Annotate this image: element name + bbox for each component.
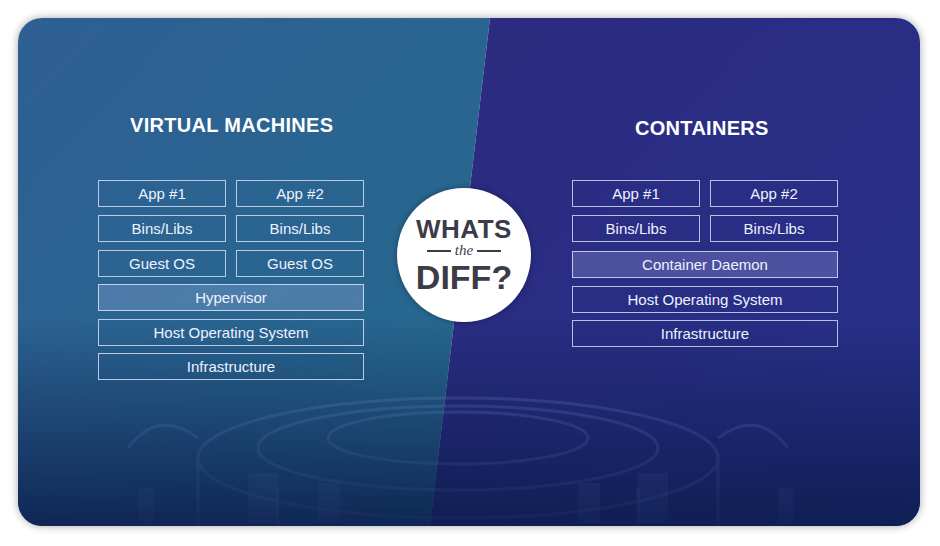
layer-label: App #2 bbox=[272, 185, 328, 202]
layer-band: Container Daemon bbox=[572, 251, 838, 278]
layer-label: Guest OS bbox=[125, 255, 199, 272]
layer-box: App #2 bbox=[710, 180, 838, 207]
layer-label: App #1 bbox=[608, 185, 664, 202]
layer-label: Bins/Libs bbox=[740, 220, 809, 237]
layer-label: Host Operating System bbox=[623, 291, 786, 308]
layer-label: Bins/Libs bbox=[266, 220, 335, 237]
layer-box: Infrastructure bbox=[98, 353, 364, 380]
layer-label: Container Daemon bbox=[638, 256, 772, 273]
layer-label: App #1 bbox=[134, 185, 190, 202]
column-heading: VIRTUAL MACHINES bbox=[130, 114, 333, 137]
layer-label: Guest OS bbox=[263, 255, 337, 272]
center-badge: WHATS the DIFF? bbox=[397, 188, 531, 322]
layer-box: App #2 bbox=[236, 180, 364, 207]
layer-label: Infrastructure bbox=[657, 325, 753, 342]
layer-box: Host Operating System bbox=[572, 286, 838, 313]
badge-text: WHATS the DIFF? bbox=[412, 216, 516, 294]
layer-label: Hypervisor bbox=[191, 289, 271, 306]
layer-box: Guest OS bbox=[98, 250, 226, 277]
layer-band: Hypervisor bbox=[98, 284, 364, 311]
layer-label: App #2 bbox=[746, 185, 802, 202]
layer-box: Bins/Libs bbox=[98, 215, 226, 242]
layer-label: Infrastructure bbox=[183, 358, 279, 375]
layer-box: App #1 bbox=[572, 180, 700, 207]
layer-box: Guest OS bbox=[236, 250, 364, 277]
layer-label: Bins/Libs bbox=[602, 220, 671, 237]
layer-box: Infrastructure bbox=[572, 320, 838, 347]
layer-box: Bins/Libs bbox=[236, 215, 364, 242]
layer-label: Host Operating System bbox=[149, 324, 312, 341]
layer-box: Bins/Libs bbox=[710, 215, 838, 242]
column-heading: CONTAINERS bbox=[635, 117, 769, 140]
layer-box: Bins/Libs bbox=[572, 215, 700, 242]
layer-box: Host Operating System bbox=[98, 319, 364, 346]
layer-label: Bins/Libs bbox=[128, 220, 197, 237]
layer-box: App #1 bbox=[98, 180, 226, 207]
